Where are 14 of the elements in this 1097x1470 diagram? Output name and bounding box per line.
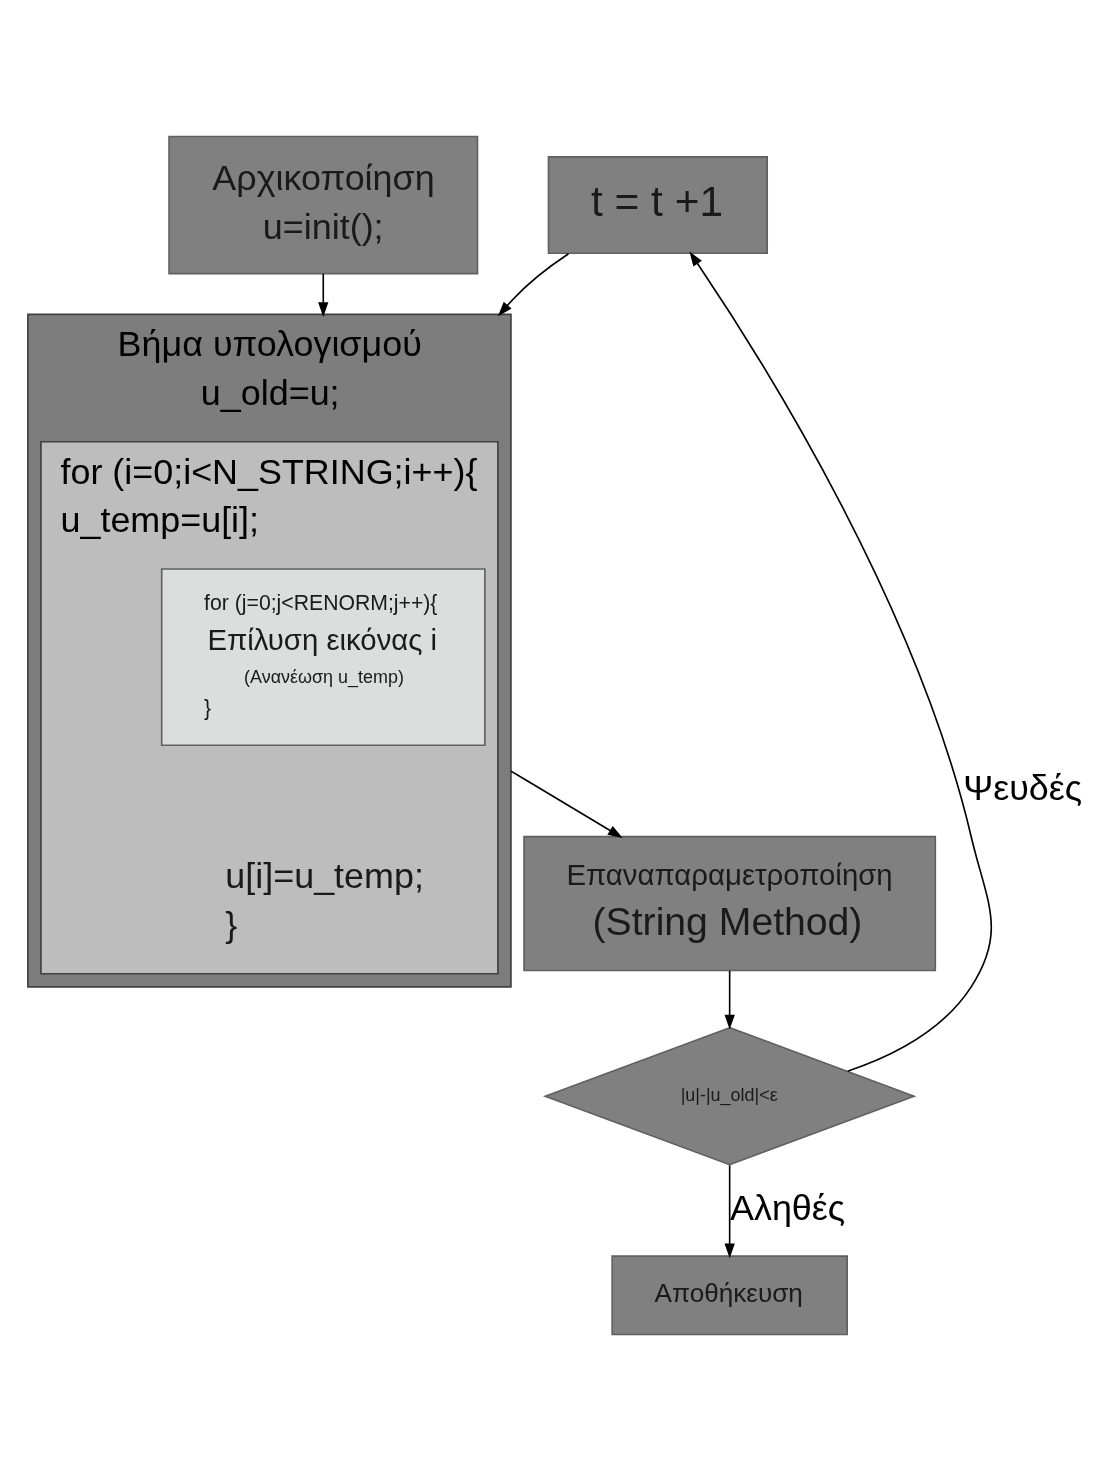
node-box: Αρχικοποίηση u=init(); (168, 135, 479, 274)
node-box: for (j=0;j<RENORM;j++){ Επίλυση εικόνας i (Ανανέωση u_temp) } (160, 567, 486, 746)
arrow (497, 252, 570, 316)
node-diamond: |u|-|u_old|<ε (542, 1026, 917, 1166)
node-box: t = t +1 (547, 155, 768, 254)
arrow (724, 969, 735, 1029)
edge-label: Ψευδές (963, 767, 1083, 808)
edge-label: Αληθές (730, 1187, 846, 1228)
arrow (510, 769, 623, 838)
node-box: Επαναπαραμετροποίηση (String Method) (523, 835, 937, 971)
arrow (318, 272, 329, 317)
arrow (689, 251, 993, 1072)
arrow (724, 1163, 735, 1258)
node-box: Αποθήκευση (611, 1254, 848, 1335)
